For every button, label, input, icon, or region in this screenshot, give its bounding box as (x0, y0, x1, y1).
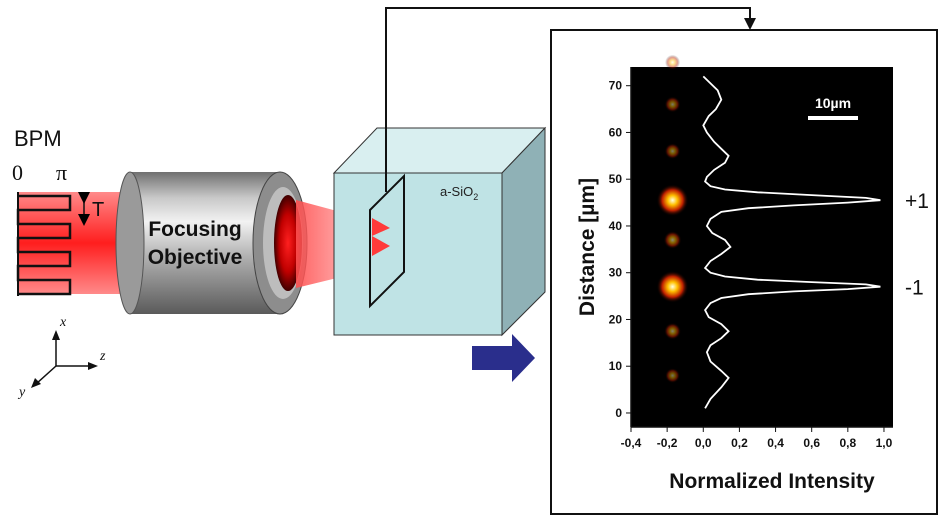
focal-spots (372, 218, 390, 256)
observation-arrow (472, 334, 535, 382)
focusing-objective: Focusing Objective (115, 171, 308, 315)
y-tick-label: 30 (609, 266, 623, 280)
objective-back-end (115, 171, 145, 315)
diffraction-spot (664, 322, 682, 340)
connector-line (385, 7, 751, 192)
incident-beam (18, 192, 130, 294)
scale-bar-label: 10µm (815, 95, 851, 111)
sample-material-label: a-SiO2 (440, 184, 478, 202)
y-axis-arrowhead (31, 378, 41, 388)
axis-label-y: y (17, 385, 26, 400)
phase-zero-label: 0 (12, 160, 23, 185)
x-tick-label: 0,8 (839, 436, 856, 450)
diffraction-spot (665, 368, 681, 384)
intensity-profile-line (702, 75, 881, 409)
y-tick-label: 50 (609, 172, 623, 186)
y-tick-label: 70 (609, 79, 623, 93)
coordinate-axes (31, 330, 98, 388)
objective-label-line1: Focusing (148, 218, 241, 241)
intensity-plot: 10µm -0,4 -0,2 0,0 0,2 0,4 0,6 0,8 1,0 0 10 20 30 40 5… (576, 54, 929, 493)
x-tick-label: 0,2 (731, 436, 748, 450)
diffraction-order-label: +1 (905, 190, 929, 213)
bpm-grating: BPM 0 π T (12, 126, 130, 296)
x-tick-label: 0,4 (767, 436, 784, 450)
diffraction-spot (656, 184, 689, 217)
y-axis-label: Distance [µm] (576, 178, 599, 316)
diffraction-spot (663, 230, 682, 249)
diffraction-spot (656, 270, 689, 303)
axis-label-x: x (59, 315, 67, 330)
cube-front-face (333, 172, 503, 336)
x-axis-arrowhead (52, 330, 60, 340)
x-tick-label: -0,2 (657, 436, 678, 450)
connector-arrowhead (744, 18, 756, 30)
y-tick-label: 40 (609, 219, 623, 233)
objective-lens (274, 195, 302, 291)
y-tick-label: 10 (609, 359, 623, 373)
y-axis-line (35, 365, 57, 385)
sample-material-subscript: 2 (473, 192, 478, 202)
y-tick-label: 20 (609, 312, 623, 326)
x-axis-label: Normalized Intensity (669, 470, 875, 493)
diffraction-spot (665, 54, 681, 70)
objective-label-line2: Objective (148, 246, 243, 269)
diffraction-spot (664, 96, 681, 113)
y-tick-label: 60 (609, 125, 623, 139)
z-axis-arrowhead (88, 362, 98, 370)
diffraction-order-label: -1 (905, 277, 924, 300)
x-tick-label: 1,0 (876, 436, 893, 450)
y-tick-label: 0 (615, 406, 622, 420)
grating-plane (369, 173, 405, 309)
phase-pi-label: π (56, 160, 67, 185)
bpm-title: BPM (14, 126, 62, 151)
x-tick-label: 0,0 (695, 436, 712, 450)
x-tick-label: 0,6 (803, 436, 820, 450)
glass-sample: a-SiO2 (332, 126, 547, 337)
x-tick-label: -0,4 (621, 436, 642, 450)
diffraction-spot (664, 143, 681, 160)
period-label: T (92, 199, 104, 221)
axis-label-z: z (99, 349, 106, 364)
